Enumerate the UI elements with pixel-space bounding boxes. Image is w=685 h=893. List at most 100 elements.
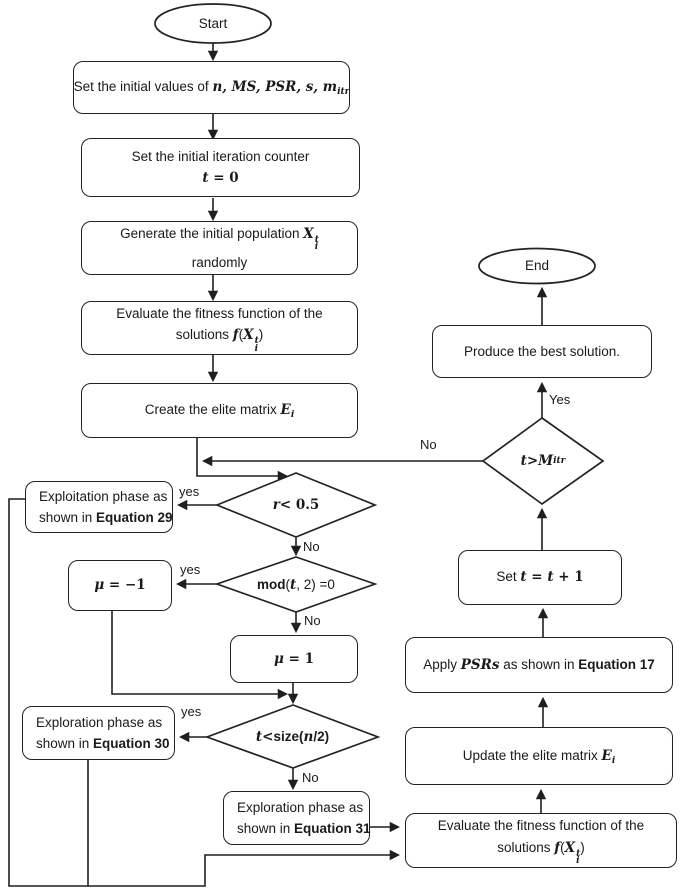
math-cond: , 2) =0 xyxy=(296,577,335,592)
math-subscript: itr xyxy=(553,456,566,466)
decision-size: t < size(n/2) xyxy=(207,705,378,768)
equation-ref: Equation 17 xyxy=(578,656,655,672)
label-mitr-yes: Yes xyxy=(549,392,571,407)
end-label: End xyxy=(524,258,550,273)
node-evaluate-fitness-2: Evaluate the fitness function of the sol… xyxy=(405,813,677,868)
math-gt: > xyxy=(526,453,539,469)
node-exploitation-eq29: Exploitation phase as shown in Equation … xyxy=(25,481,173,533)
node-text: Set t = t + 1 xyxy=(496,566,583,588)
math-t: t xyxy=(255,728,263,745)
sub-i: i xyxy=(576,856,580,867)
mod-keyword: mod xyxy=(257,577,286,592)
text-plain: randomly xyxy=(191,254,248,270)
text-plain: Evaluate the fitness function of the xyxy=(437,818,645,834)
node-text: Exploration phase as xyxy=(36,712,162,733)
node-evaluate-fitness-1: Evaluate the fitness function of the sol… xyxy=(81,301,358,355)
decision-mod-shape xyxy=(214,556,378,613)
sub-i: i xyxy=(254,343,258,354)
sup-t: t xyxy=(254,336,259,347)
math-eq: = −1 xyxy=(104,577,146,594)
math-t: t xyxy=(202,170,209,186)
text-plain: Generate the initial population xyxy=(120,225,304,241)
node-text: Create the elite matrix Ei xyxy=(145,399,295,421)
node-text: Exploitation phase as xyxy=(39,486,167,507)
node-text: Evaluate the fitness function of the xyxy=(438,815,644,836)
math-t: t xyxy=(520,453,527,469)
node-text: Exploration phase as xyxy=(237,797,363,818)
sub-i: i xyxy=(314,242,319,253)
paren-open: ( xyxy=(238,327,244,343)
decision-r: r < 0.5 xyxy=(217,473,375,537)
node-text-2: shown in Equation 30 xyxy=(36,733,170,754)
equation-ref: Equation 29 xyxy=(96,510,173,525)
text-plain: shown in xyxy=(36,736,94,751)
node-produce-best-solution: Produce the best solution. xyxy=(432,325,652,378)
label-r-yes: yes xyxy=(179,484,200,499)
math-plus: + 1 xyxy=(553,569,584,586)
node-exploration-eq31: Exploration phase as shown in Equation 3… xyxy=(223,791,371,845)
node-text: Set the initial iteration counter xyxy=(132,146,310,167)
node-text: Produce the best solution. xyxy=(464,341,620,362)
node-update-elite-matrix: Update the elite matrix Ei xyxy=(405,727,673,785)
node-text: Set the initial values of n, MS, PSR, s,… xyxy=(74,76,350,98)
math-psrs: PSRs xyxy=(460,656,500,673)
node-math: μ = 1 xyxy=(274,648,314,670)
text-plain: Exploitation phase as xyxy=(39,488,168,504)
label-mod-yes: yes xyxy=(180,562,201,577)
math-t1: t xyxy=(520,569,527,586)
edge-feedback-left-to-eval2 xyxy=(8,498,401,887)
math-t2: t xyxy=(547,569,554,586)
end-oval-shape xyxy=(478,247,596,285)
node-increment-t: Set t = t + 1 xyxy=(458,550,622,605)
text-plain: Apply xyxy=(423,656,461,672)
math-eq: = xyxy=(526,569,548,586)
label-size-no: No xyxy=(302,770,319,785)
math-cond: < 0.5 xyxy=(279,497,320,513)
node-mu-positive: μ = 1 xyxy=(230,635,358,683)
node-apply-psrs: Apply PSRs as shown in Equation 17 xyxy=(405,637,673,693)
math-mu: μ xyxy=(274,650,284,667)
math-x: X xyxy=(303,225,314,242)
node-text: Evaluate the fitness function of the xyxy=(116,303,322,324)
paren-close: ) xyxy=(580,839,585,855)
paren-close: ) xyxy=(258,327,264,343)
node-math: μ = −1 xyxy=(94,574,145,596)
equation-ref: Equation 30 xyxy=(93,736,170,751)
text-plain: as shown in xyxy=(499,656,579,672)
math-x: X xyxy=(243,327,254,344)
node-math: t = 0 xyxy=(202,167,238,189)
text-plain: Set xyxy=(496,569,521,585)
math-f: f xyxy=(554,839,561,856)
decision-mitr-shape xyxy=(481,416,605,506)
math-mu: μ xyxy=(94,577,105,594)
node-text-2: randomly xyxy=(192,252,248,273)
math-n: n xyxy=(303,728,314,745)
end-terminal: End xyxy=(479,248,595,283)
edge-elite-to-decision-r xyxy=(196,438,289,482)
paren-open: ( xyxy=(299,729,304,744)
math-f: f xyxy=(232,327,239,344)
math-vars: n, MS, PSR, s, m xyxy=(212,79,338,96)
math-e: E xyxy=(280,402,291,419)
math-subscript: i xyxy=(611,755,616,766)
text-plain: Produce the best solution. xyxy=(463,343,621,359)
text-plain: Set the initial iteration counter xyxy=(131,148,310,164)
start-label: Start xyxy=(198,16,228,31)
math-eq: = 0 xyxy=(208,170,239,186)
text-plain: Set the initial values of xyxy=(73,79,213,95)
text-plain: Exploration phase as xyxy=(237,799,364,815)
paren-close: /2) xyxy=(313,729,330,744)
math-subscript: i xyxy=(290,410,295,421)
decision-size-shape xyxy=(204,704,381,769)
decision-mod: mod(t, 2) =0 xyxy=(217,557,375,612)
node-exploration-eq30: Exploration phase as shown in Equation 3… xyxy=(22,706,175,760)
